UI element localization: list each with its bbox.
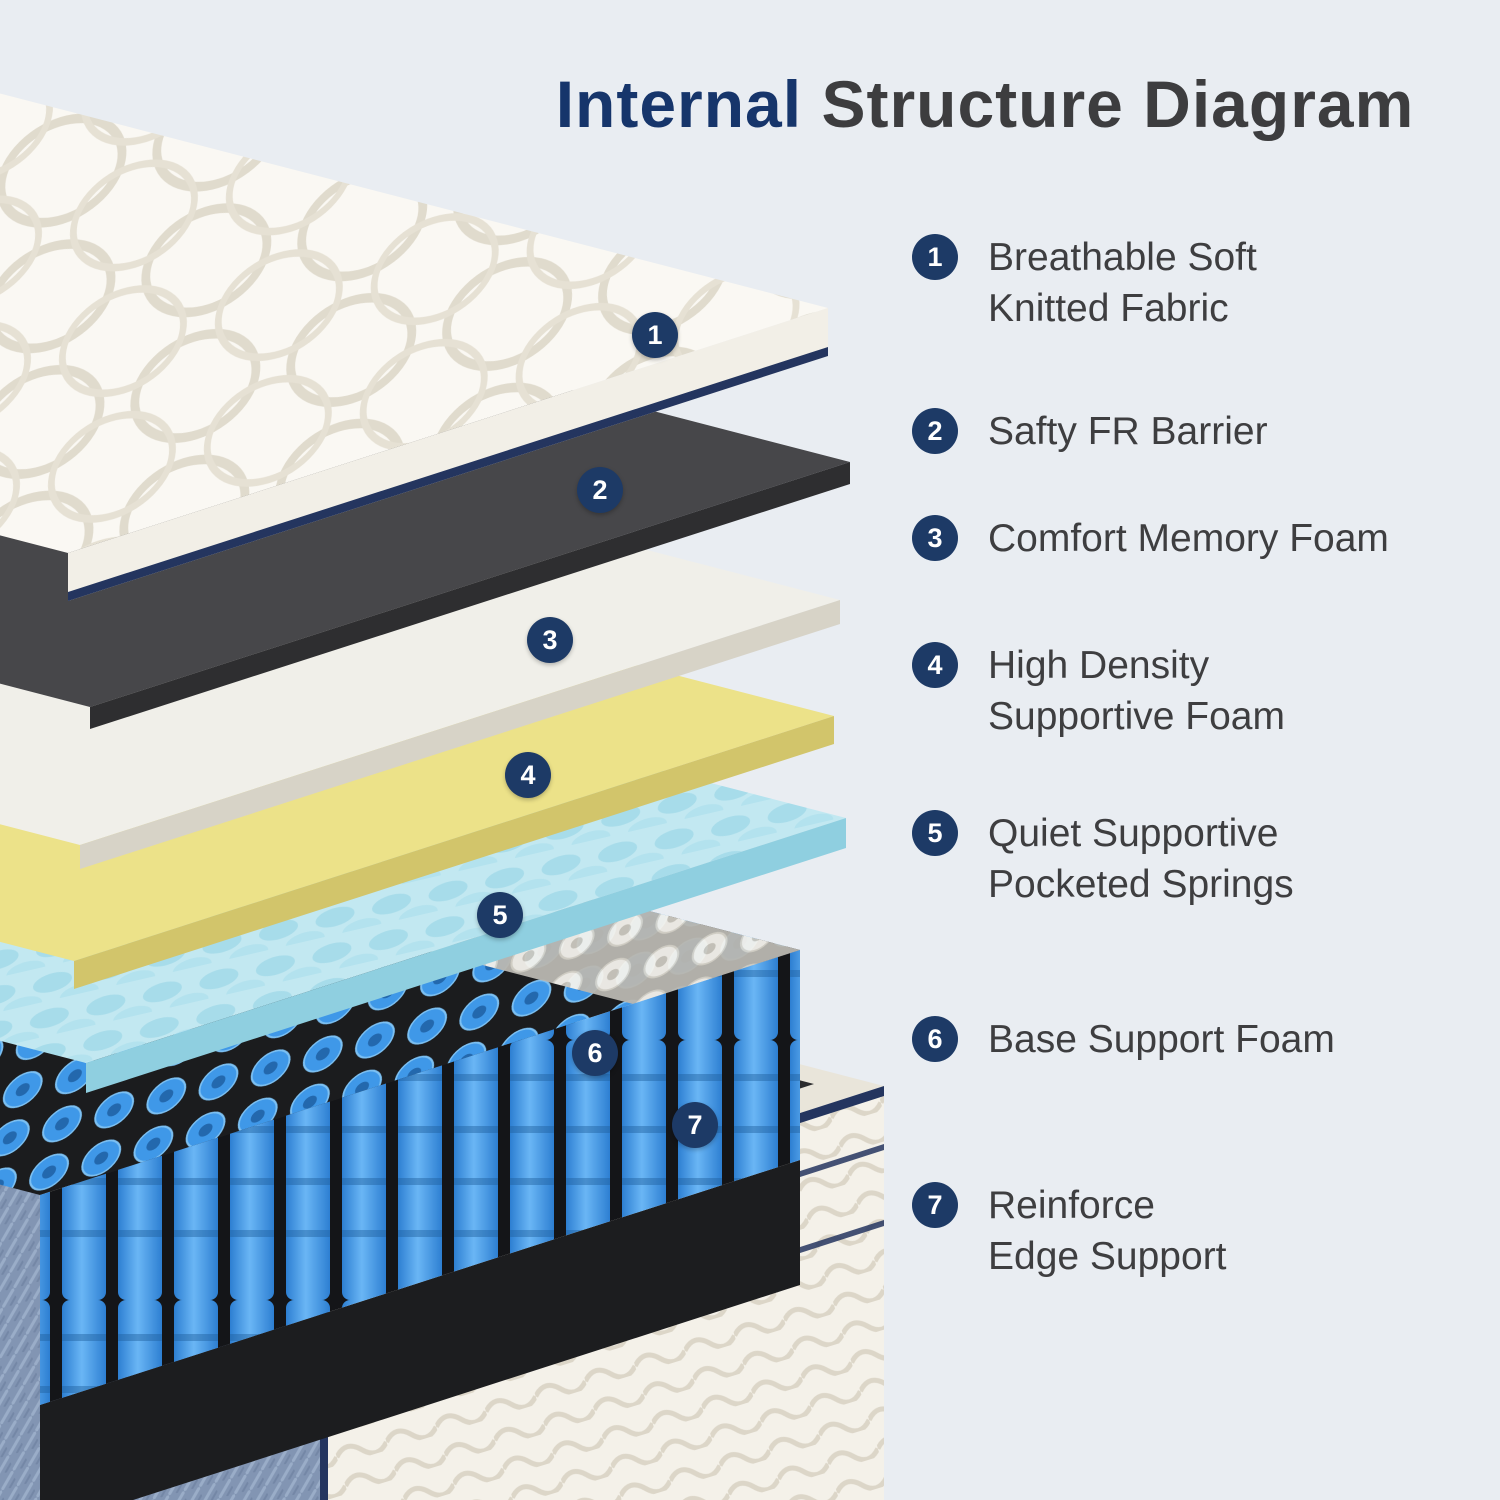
diagram-badge-4: 4 [505,752,551,798]
spring-base-mesh [40,1160,800,1500]
memory-foam-edge [80,600,840,869]
fr-barrier-edge [90,462,850,729]
title-highlight: Internal [555,67,803,141]
legend-item-7: 7 Reinforce Edge Support [912,1180,1227,1283]
cover-edge [68,308,828,601]
legend-label-5: Quiet Supportive Pocketed Springs [988,812,1294,907]
blue-foam-edge [86,818,846,1093]
diagram-badge-7: 7 [672,1102,718,1148]
legend-item-2: 2 Safty FR Barrier [912,406,1268,457]
legend-item-6: 6 Base Support Foam [912,1014,1335,1065]
legend-number-4: 4 [912,642,958,688]
legend-number-5: 5 [912,810,958,856]
cover-piping [68,347,828,601]
legend-number-3: 3 [912,515,958,561]
legend-item-3: 3 Comfort Memory Foam [912,513,1389,564]
cover-quilt-top [0,93,828,553]
diagram-badge-6: 6 [572,1030,618,1076]
legend-label-3: Comfort Memory Foam [988,517,1389,560]
diagram-badge-3: 3 [527,617,573,663]
legend-label-2: Safty FR Barrier [988,410,1268,453]
legend-label-1: Breathable Soft Knitted Fabric [988,236,1257,331]
legend-number-1: 1 [912,234,958,280]
title-rest: Structure Diagram [802,67,1415,141]
page-title: Internal Structure Diagram [500,66,1470,142]
diagram-badge-5: 5 [477,892,523,938]
legend-item-4: 4 High Density Supportive Foam [912,640,1285,743]
legend-item-1: 1 Breathable Soft Knitted Fabric [912,232,1257,335]
legend-number-2: 2 [912,408,958,454]
yellow-foam-edge [74,716,834,989]
diagram-badge-2: 2 [577,467,623,513]
diagram-badge-1: 1 [632,312,678,358]
legend-number-7: 7 [912,1182,958,1228]
legend-label-4: High Density Supportive Foam [988,644,1285,739]
legend-label-7: Reinforce Edge Support [988,1184,1227,1279]
legend-number-6: 6 [912,1016,958,1062]
legend-label-6: Base Support Foam [988,1018,1335,1061]
legend-item-5: 5 Quiet Supportive Pocketed Springs [912,808,1294,911]
layer-1-knitted-cover [0,93,828,601]
